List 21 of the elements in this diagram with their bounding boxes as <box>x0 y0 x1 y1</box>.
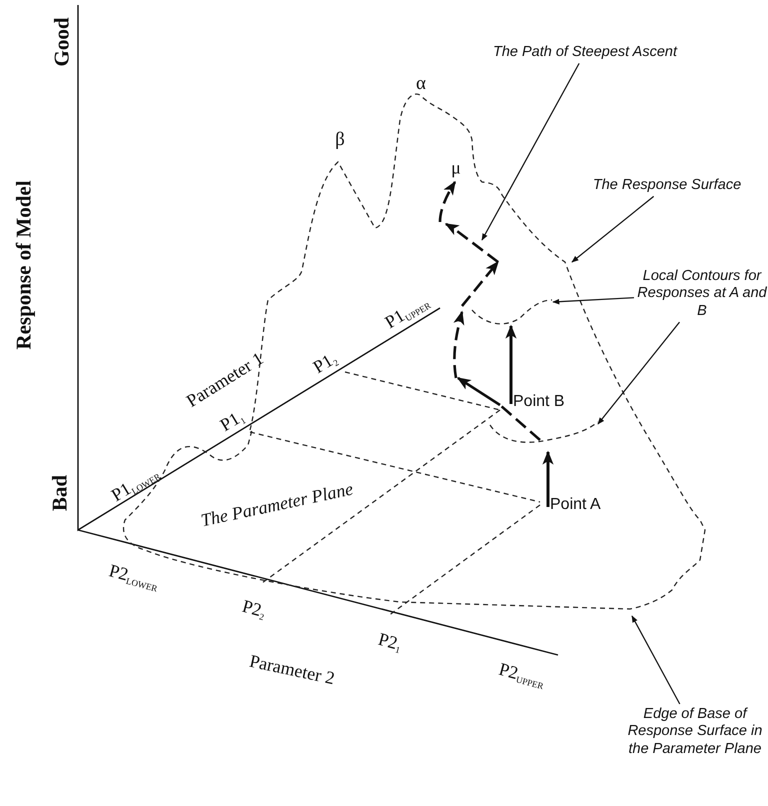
callout-text: Local Contours for Responses at A and B <box>636 268 768 320</box>
axis-title: Parameter 2 <box>248 650 336 690</box>
leader-line <box>598 322 680 425</box>
callout-text: Edge of Base of Response Surface in the Parameter Plane <box>622 706 768 758</box>
leader-line <box>631 615 680 704</box>
peak-label: β <box>335 129 345 151</box>
response-arrow <box>542 450 554 507</box>
peak-label: μ <box>451 158 461 178</box>
plane-label: The Parameter Plane <box>199 478 355 532</box>
peak-label: α <box>416 73 426 95</box>
axis-label: Good <box>50 18 74 66</box>
callout-text: The Response Surface <box>592 177 742 194</box>
leader-line <box>552 297 634 304</box>
point-label: Point B <box>513 393 565 411</box>
callout-text: The Path of Steepest Ascent <box>485 44 685 62</box>
point-label: Point A <box>550 496 601 514</box>
axis-label: Bad <box>48 474 72 512</box>
leader-line <box>571 196 654 262</box>
leader-line <box>481 63 580 241</box>
axis-title: Response of Model <box>12 180 36 350</box>
response-arrow <box>505 324 517 404</box>
